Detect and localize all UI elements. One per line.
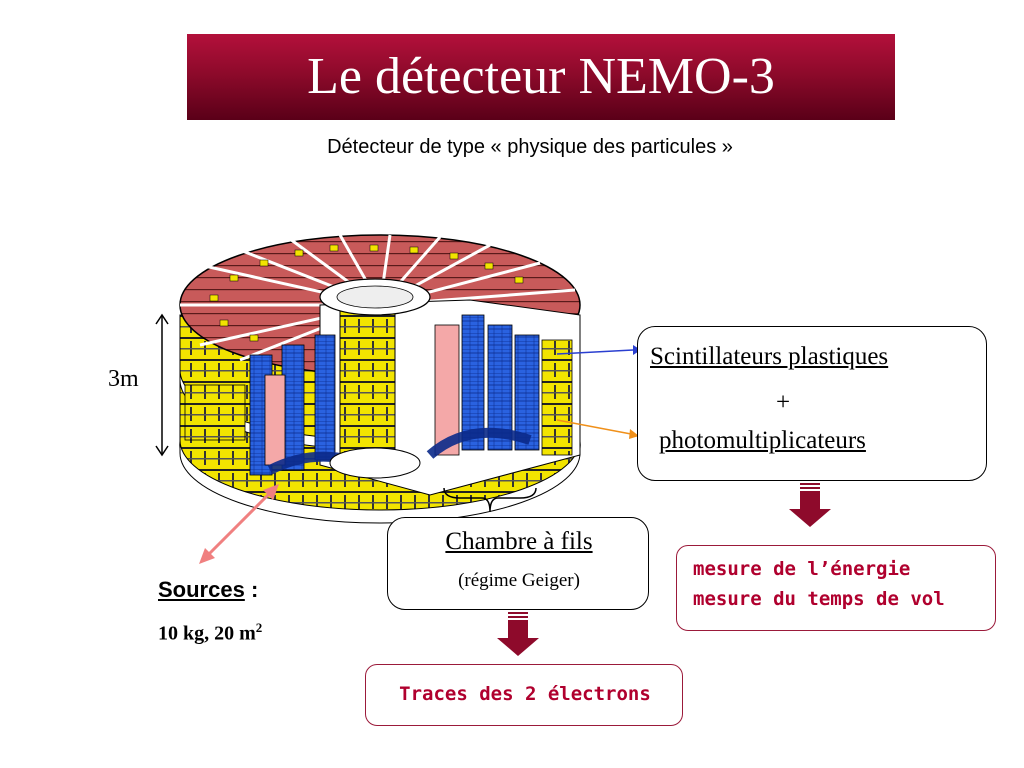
sources-value: 10 kg, 20 m2	[158, 620, 262, 646]
detector-illustration	[179, 234, 581, 524]
geiger-note: (régime Geiger)	[458, 570, 580, 591]
scintillator-label: Scintillateurs plastiques	[650, 343, 889, 370]
pointer-arrows	[556, 345, 641, 439]
height-arrow	[155, 313, 169, 457]
plus-sign: +	[775, 389, 791, 416]
title-bar: Le détecteur NEMO-3	[187, 34, 895, 120]
traces-box: Traces des 2 électrons	[365, 664, 683, 726]
sources-amount: 10 kg, 20 m	[158, 622, 256, 645]
sources-superscript: 2	[255, 620, 263, 635]
dimension-label: 3m	[108, 366, 139, 392]
energy-label: mesure de l’énergie	[693, 558, 911, 580]
scintillator-box: Scintillateurs plastiques + photomultipl…	[637, 326, 987, 481]
down-arrow-energy	[789, 483, 831, 527]
chamber-label: Chambre à fils	[445, 528, 593, 555]
sources-heading: Sources :	[158, 577, 258, 603]
sources-colon: :	[244, 577, 259, 602]
traces-label: Traces des 2 électrons	[399, 683, 651, 705]
down-arrow-traces	[497, 612, 539, 656]
time-of-flight-label: mesure du temps de vol	[693, 588, 945, 610]
subtitle: Détecteur de type « physique des particu…	[327, 136, 733, 158]
source-arrow	[199, 484, 279, 564]
sources-label: Sources	[158, 577, 245, 602]
chamber-box: Chambre à fils (régime Geiger)	[387, 517, 649, 610]
chamber-brace	[443, 487, 537, 513]
energy-box: mesure de l’énergie mesure du temps de v…	[676, 545, 996, 631]
page-title: Le détecteur NEMO-3	[307, 48, 775, 105]
photomultiplier-label: photomultiplicateurs	[659, 427, 866, 454]
